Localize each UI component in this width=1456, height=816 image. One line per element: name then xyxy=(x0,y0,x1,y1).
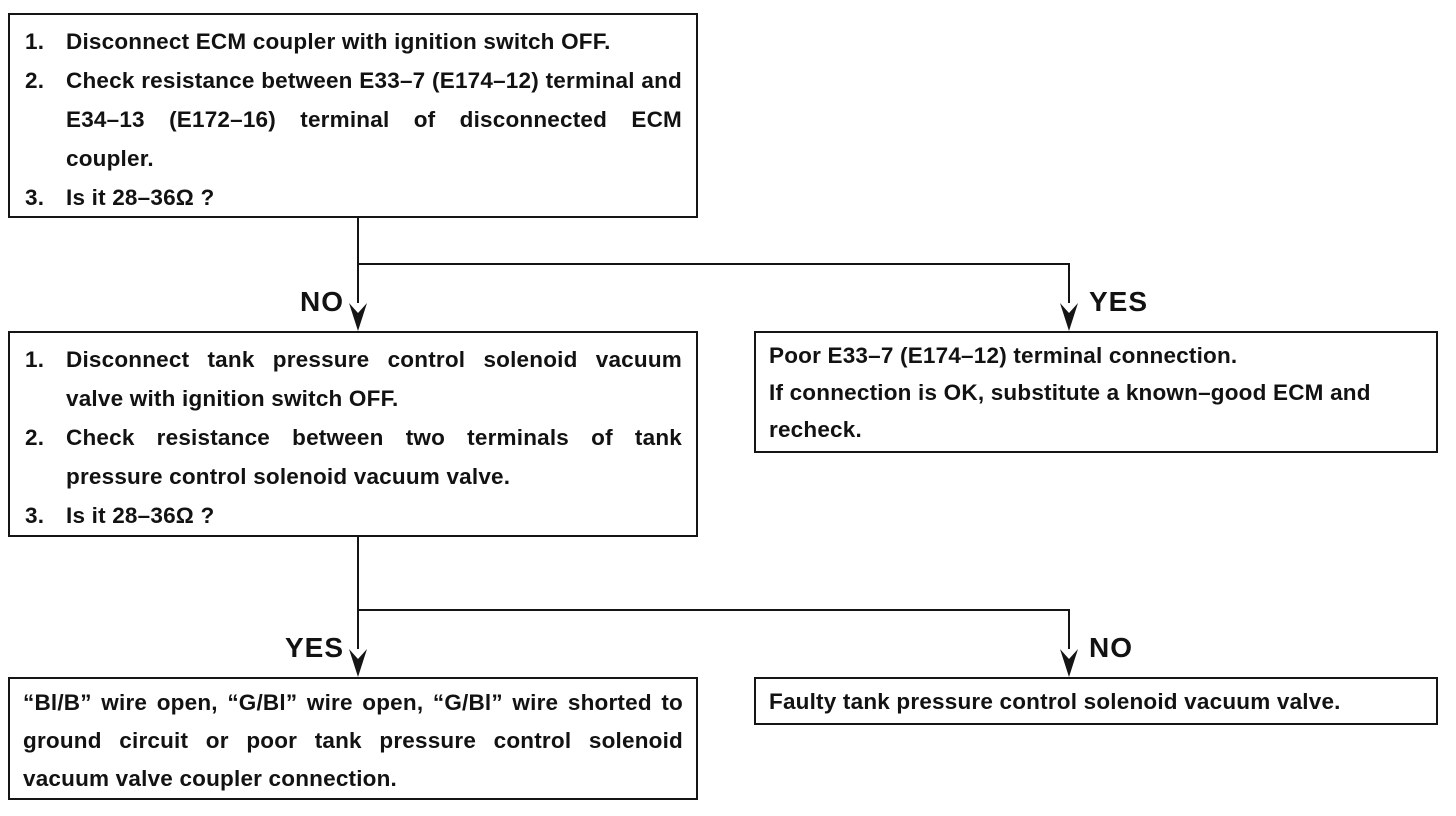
flowchart-box-step2-yes-result: “Bl/B” wire open, “G/Bl” wire open, “G/B… xyxy=(8,677,698,800)
branch1-yes-label: YES xyxy=(1089,286,1149,317)
flowchart-box-step1-yes-result: Poor E33–7 (E174–12) terminal connection… xyxy=(754,331,1438,453)
result-text: Faulty tank pressure control solenoid va… xyxy=(769,688,1341,714)
arrow-down-icon xyxy=(348,644,368,677)
branch2-yes-label: YES xyxy=(284,632,344,663)
result-text-line: Poor E33–7 (E174–12) terminal connection… xyxy=(769,343,1238,368)
arrow-down-icon xyxy=(348,298,368,331)
flowchart-box-step2: 1. Disconnect tank pressure control sole… xyxy=(8,331,698,537)
list-item: 1. Disconnect tank pressure control sole… xyxy=(25,340,682,418)
list-item-text: Check resistance between two terminals o… xyxy=(66,425,682,489)
branch2-no-label: NO xyxy=(1089,632,1133,663)
connector-line-vertical xyxy=(357,218,359,303)
list-item-text: Is it 28–36Ω ? xyxy=(66,185,215,210)
list-item-text: Disconnect ECM coupler with ignition swi… xyxy=(66,29,611,54)
flowchart-box-step2-no-result: Faulty tank pressure control solenoid va… xyxy=(754,677,1438,725)
result-text-line: If connection is OK, substitute a known–… xyxy=(769,380,1371,442)
connector-line-horizontal xyxy=(357,609,1070,611)
branch1-no-label: NO xyxy=(300,286,344,317)
list-item-number: 2. xyxy=(25,68,45,93)
connector-line-vertical xyxy=(1068,263,1070,303)
list-item-number: 3. xyxy=(25,503,45,528)
list-item-number: 3. xyxy=(25,185,45,210)
list-item: 1. Disconnect ECM coupler with ignition … xyxy=(25,22,682,61)
connector-line-vertical xyxy=(357,537,359,649)
list-item-number: 1. xyxy=(25,347,45,372)
result-text: “Bl/B” wire open, “G/Bl” wire open, “G/B… xyxy=(23,690,683,791)
list-item-number: 1. xyxy=(25,29,45,54)
arrow-down-icon xyxy=(1059,644,1079,677)
list-item: 3. Is it 28–36Ω ? xyxy=(25,496,682,535)
list-item-text: Is it 28–36Ω ? xyxy=(66,503,215,528)
list-item-number: 2. xyxy=(25,425,45,450)
list-item: 2. Check resistance between E33–7 (E174–… xyxy=(25,61,682,178)
connector-line-horizontal xyxy=(357,263,1070,265)
list-item: 2. Check resistance between two terminal… xyxy=(25,418,682,496)
arrow-down-icon xyxy=(1059,298,1079,331)
flowchart-box-step1: 1. Disconnect ECM coupler with ignition … xyxy=(8,13,698,218)
list-item-text: Disconnect tank pressure control solenoi… xyxy=(66,347,682,411)
list-item-text: Check resistance between E33–7 (E174–12)… xyxy=(66,68,682,171)
list-item: 3. Is it 28–36Ω ? xyxy=(25,178,682,217)
connector-line-vertical xyxy=(1068,609,1070,649)
